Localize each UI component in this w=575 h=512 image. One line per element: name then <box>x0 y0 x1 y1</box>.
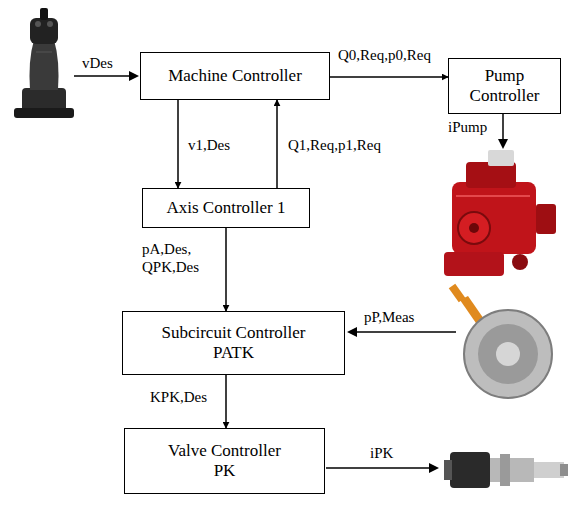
box-label: Axis Controller 1 <box>167 198 286 218</box>
signal-label: iPK <box>368 444 395 462</box>
controller-box: Subcircuit Controller PATK <box>122 311 345 375</box>
signal-label: iPump <box>446 118 489 136</box>
signal-arrow <box>225 375 227 428</box>
pressure-sensor-icon <box>452 286 552 398</box>
pump-icon <box>444 150 556 276</box>
valve-icon <box>444 452 568 488</box>
box-label: Pump Controller <box>457 66 552 107</box>
signal-label: pP,Meas <box>362 308 416 326</box>
signal-label: Q1,Req,p1,Req <box>286 136 383 154</box>
controller-box: Pump Controller <box>448 58 561 114</box>
box-label: Valve Controller PK <box>162 441 287 482</box>
controller-box: Machine Controller <box>140 52 330 100</box>
signal-label: v1,Des <box>186 136 232 154</box>
signal-label: pA,Des, QPK,Des <box>140 240 224 276</box>
box-label: Machine Controller <box>168 66 302 86</box>
signal-arrow <box>177 100 179 188</box>
signal-arrow <box>330 76 448 78</box>
signal-arrow <box>276 100 278 188</box>
signal-label: KPK,Des <box>148 388 209 406</box>
signal-label: vDes <box>80 54 115 72</box>
box-label: Subcircuit Controller PATK <box>149 323 319 364</box>
signal-lines <box>74 71 508 473</box>
controller-box: Valve Controller PK <box>124 428 325 494</box>
joystick-icon <box>14 8 74 118</box>
signal-label: Q0,Req,p0,Req <box>336 46 433 64</box>
signal-arrow <box>225 228 227 311</box>
controller-box: Axis Controller 1 <box>142 188 310 228</box>
